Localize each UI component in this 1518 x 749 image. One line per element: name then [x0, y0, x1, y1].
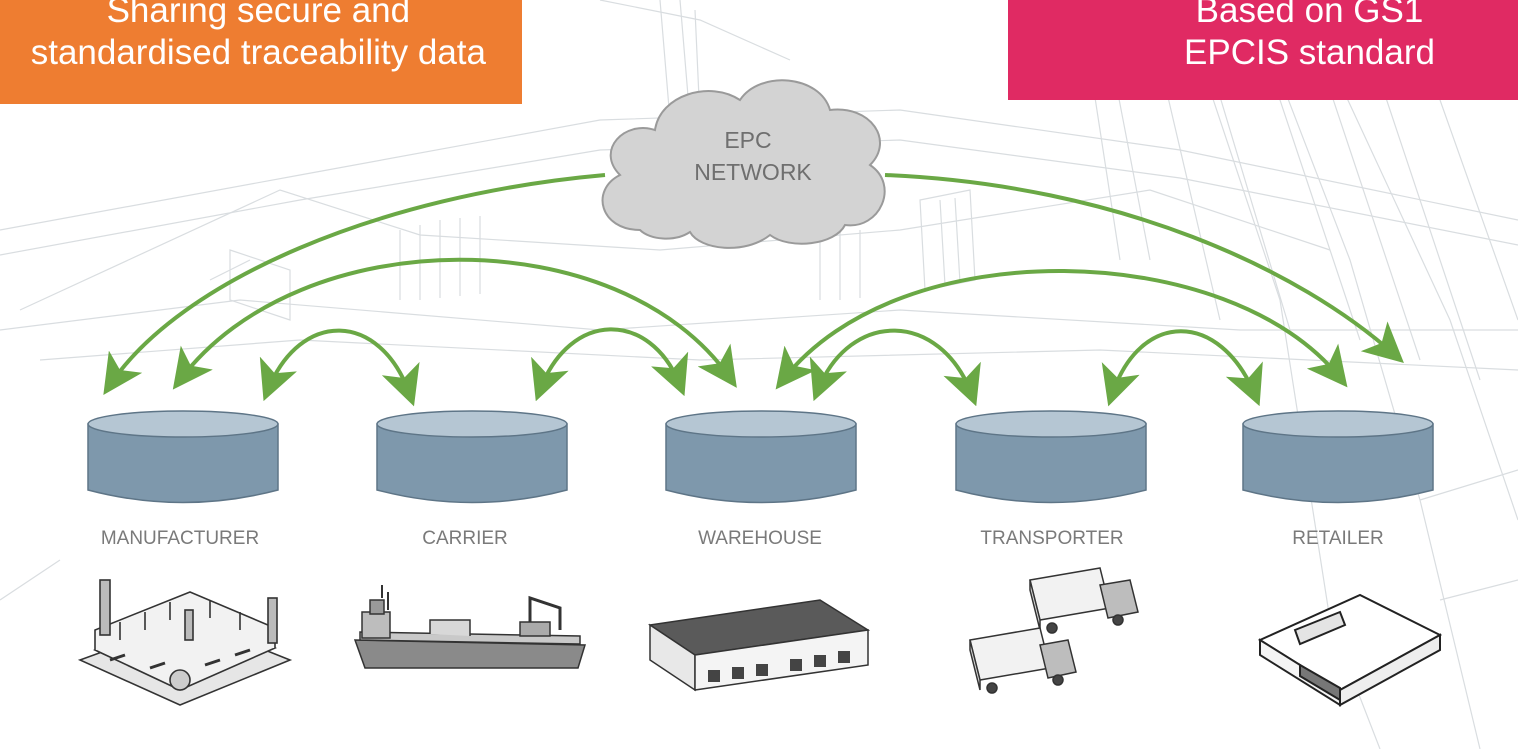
database-warehouse — [665, 410, 857, 504]
callout-right-line2: EPCIS standard — [1184, 33, 1435, 72]
database-manufacturer — [87, 410, 279, 504]
connection-arrows — [103, 173, 1404, 407]
database-retailer — [1242, 410, 1434, 504]
callout-left-line1: Sharing secure and — [106, 0, 411, 30]
callout-right-line1: Based on GS1 — [1195, 0, 1424, 30]
callout-left-line2: standardised traceability data — [30, 33, 486, 72]
node-label-manufacturer: MANUFACTURER — [101, 528, 259, 549]
arrow-cloud-to-retailer — [884, 173, 1404, 363]
epc-network-cloud: EPC NETWORK — [601, 79, 886, 249]
arrow-warehouse-retailer — [775, 269, 1348, 390]
arrow-cloud-to-manufacturer — [103, 173, 606, 395]
arrow-manufacturer-carrier — [259, 328, 420, 407]
cloud-label-line2: NETWORK — [694, 159, 812, 185]
cloud-label-line1: EPC — [724, 127, 771, 153]
callout-traceability-data: Sharing secure and standardised traceabi… — [0, 0, 522, 104]
ship-icon — [353, 585, 587, 669]
callout-gs1-epcis: Based on GS1 EPCIS standard — [1008, 0, 1518, 100]
factory-icon — [77, 579, 293, 706]
node-label-warehouse: WAREHOUSE — [698, 528, 822, 549]
store-icon — [1257, 593, 1443, 707]
node-label-transporter: TRANSPORTER — [980, 528, 1123, 549]
arrow-warehouse-transporter — [809, 328, 981, 407]
arrow-carrier-warehouse — [531, 327, 689, 402]
node-label-carrier: CARRIER — [422, 528, 508, 549]
node-label-retailer: RETAILER — [1292, 528, 1384, 549]
warehouse-icon — [647, 599, 871, 692]
truck-icon — [969, 567, 1139, 694]
arrow-manufacturer-warehouse — [172, 257, 737, 390]
database-carrier — [376, 410, 568, 504]
arrow-transporter-retailer — [1101, 329, 1263, 407]
database-transporter — [955, 410, 1147, 504]
